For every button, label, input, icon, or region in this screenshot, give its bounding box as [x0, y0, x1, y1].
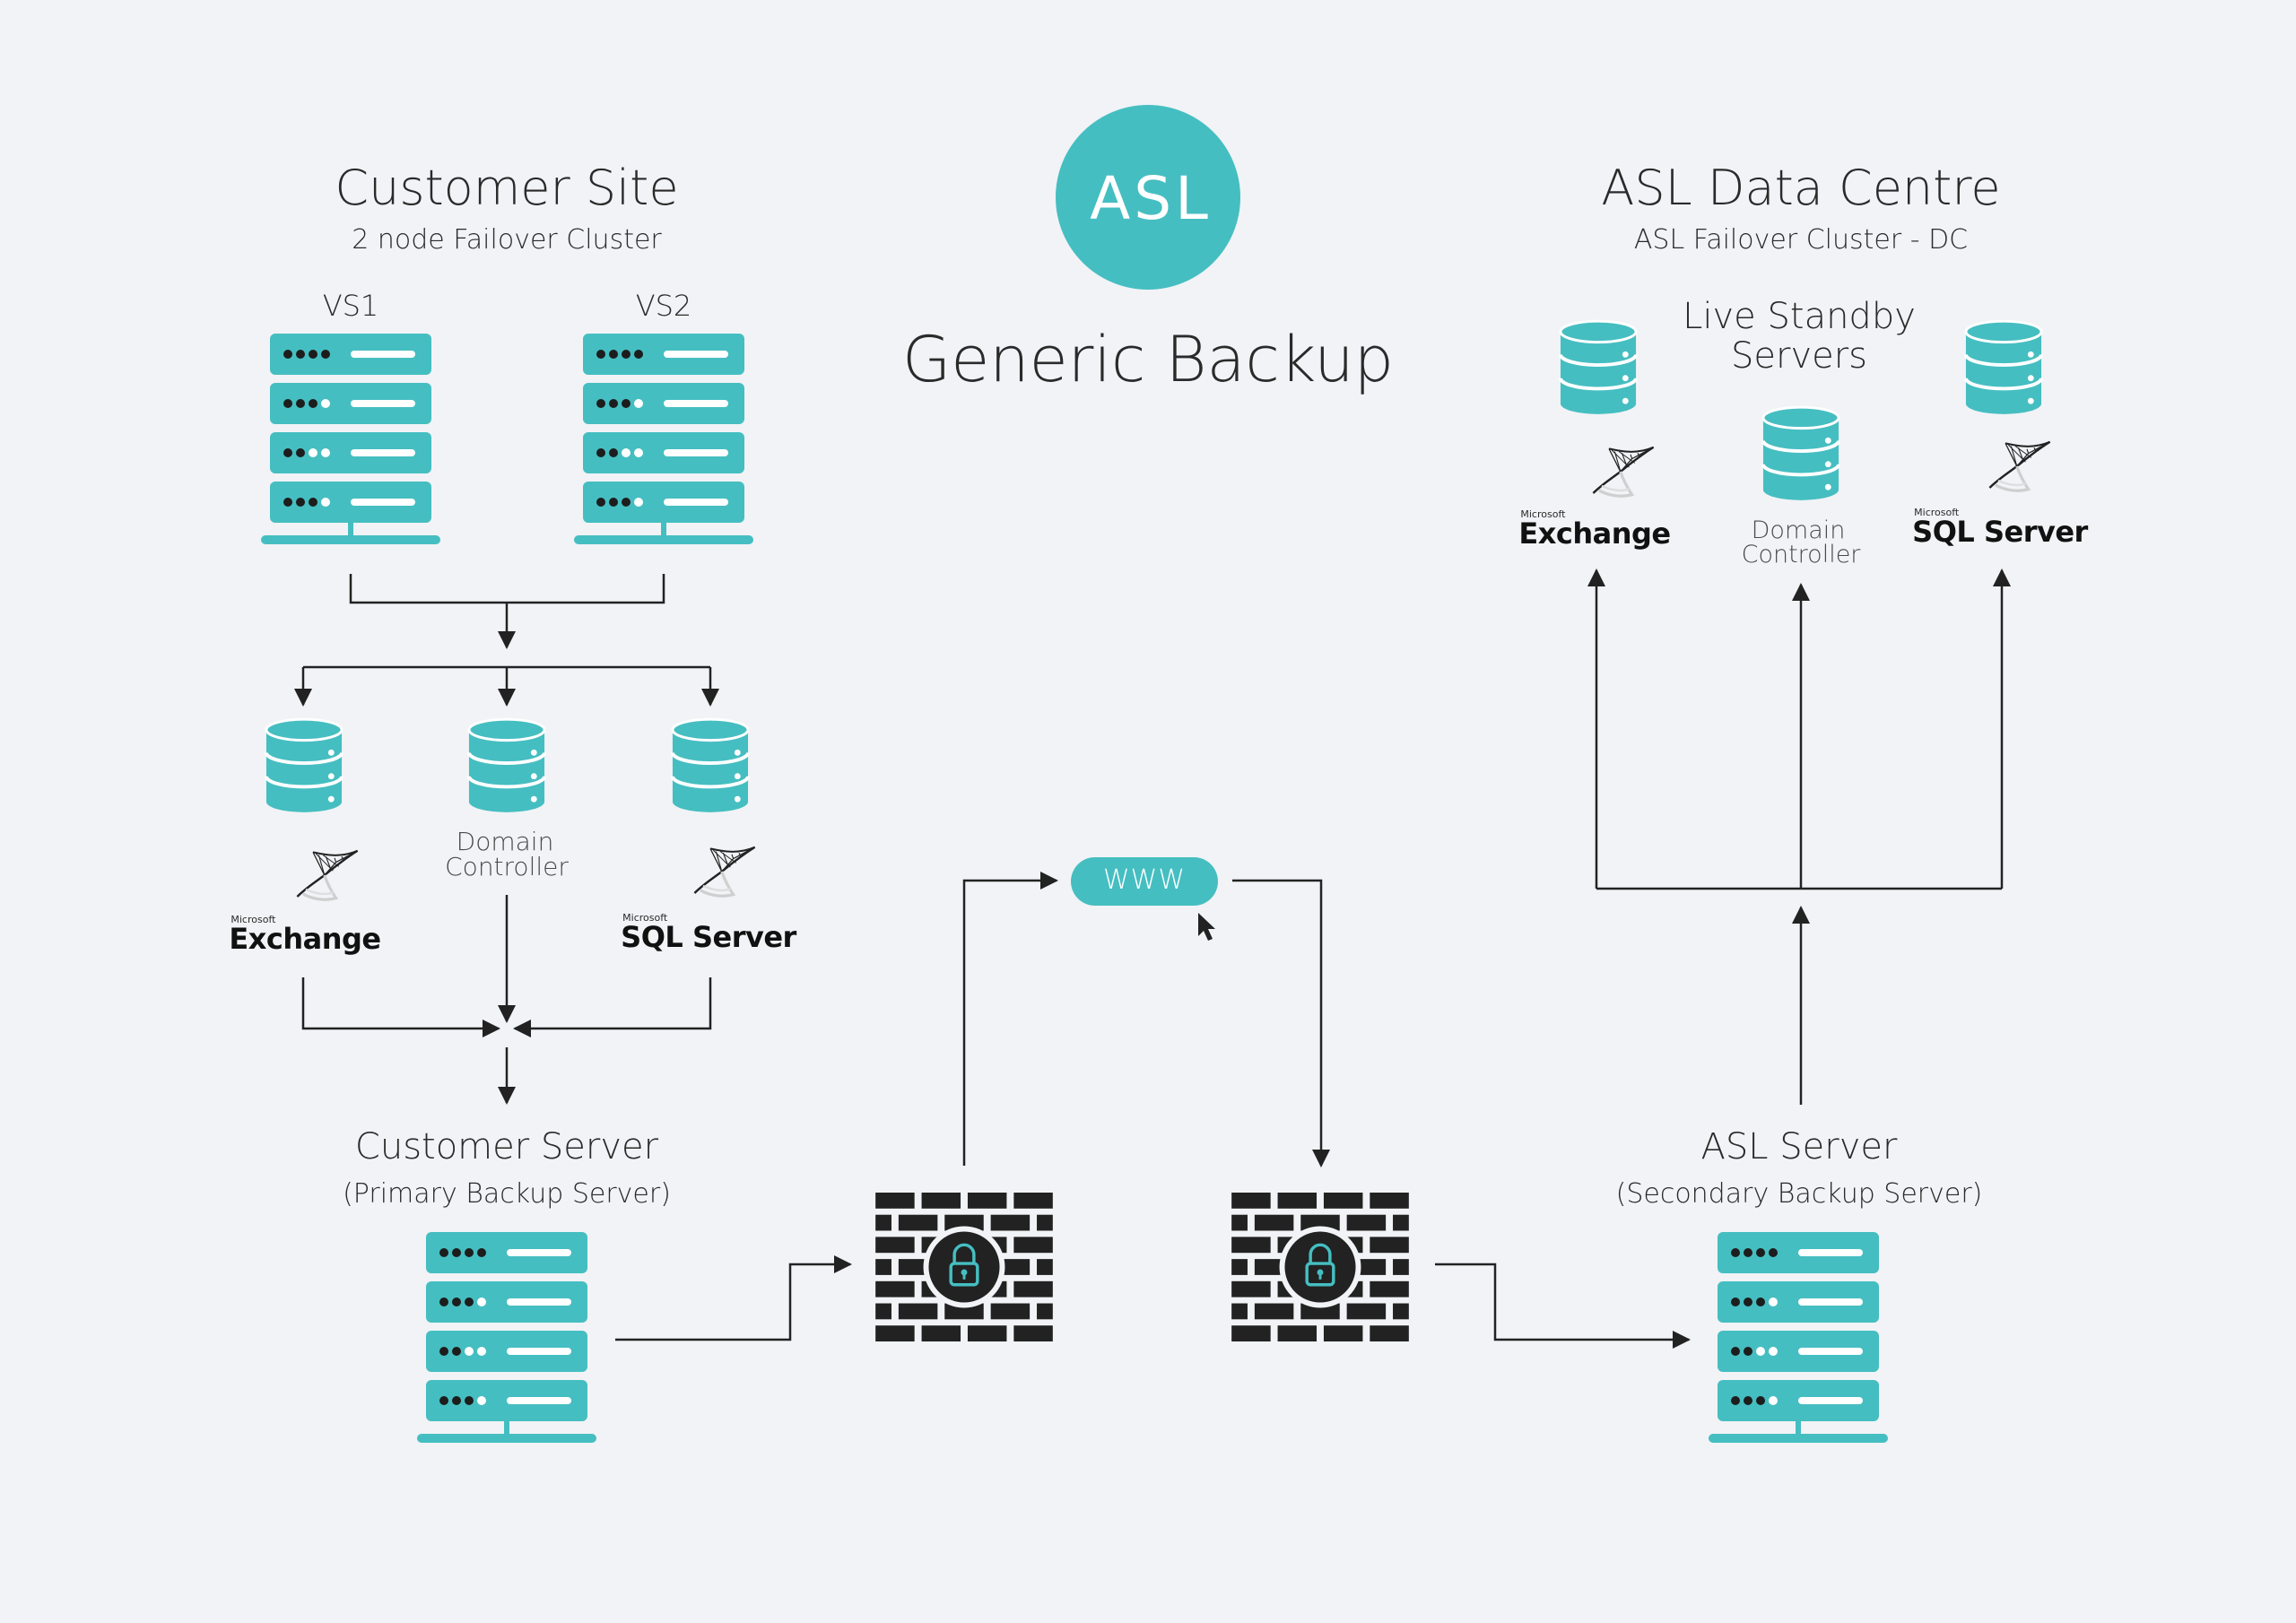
standby-sql-brand: Microsoft SQL Server [1912, 508, 2088, 546]
asl-logo-circle [1056, 105, 1240, 290]
standby-domain-line2: Controller [1741, 541, 1861, 568]
asl-data-centre-title: ASL Data Centre [1601, 160, 2001, 216]
customer-server-subtitle: (Primary Backup Server) [343, 1178, 671, 1210]
live-standby-line2: Servers [1730, 335, 1868, 377]
standby-sql-brand-small: Microsoft [1914, 507, 1960, 518]
sql-logo-icon [692, 846, 757, 898]
asl-data-centre-subtitle: ASL Failover Cluster - DC [1633, 224, 1969, 256]
standby-exchange-brand-small: Microsoft [1520, 508, 1566, 520]
customer-server-icon [417, 1232, 596, 1443]
exchange-brand: Microsoft Exchange [229, 914, 381, 956]
standby-exchange-database-icon [1559, 319, 1638, 416]
exchange-brand-small: Microsoft [230, 914, 276, 925]
live-standby-line1: Live Standby [1683, 296, 1916, 337]
generic-backup-title: Generic Backup [901, 323, 1395, 396]
asl-server-icon [1709, 1232, 1888, 1443]
asl-logo-text: ASL [1090, 164, 1212, 233]
customer-server-title: Customer Server [354, 1126, 659, 1167]
www-label[interactable]: WWW [1103, 864, 1186, 896]
vs1-server-icon [261, 334, 440, 544]
customer-firewall-icon [875, 1193, 1053, 1343]
sql-brand-small: Microsoft [622, 912, 668, 924]
asl-server-subtitle: (Secondary Backup Server) [1615, 1178, 1983, 1210]
domain-controller-line2: Controller [445, 852, 569, 881]
standby-domain-database-icon [1761, 405, 1840, 502]
standby-sql-logo-icon [1987, 440, 2052, 492]
connectors-right [1587, 568, 2011, 1105]
sql-brand-name: SQL Server [621, 920, 796, 954]
standby-exchange-brand-name: Exchange [1518, 516, 1671, 551]
domain-controller-line1: Domain [456, 827, 554, 856]
standby-sql-brand-name: SQL Server [1912, 515, 2088, 549]
vs2-label: VS2 [635, 289, 692, 323]
exchange-database-icon [265, 717, 344, 814]
cursor-icon [1198, 913, 1215, 941]
exchange-logo-icon [295, 849, 360, 901]
sql-brand: Microsoft SQL Server [621, 913, 796, 951]
standby-exchange-logo-icon [1591, 446, 1656, 498]
asl-server-title: ASL Server [1700, 1126, 1898, 1167]
standby-sql-database-icon [1964, 319, 2043, 416]
vs1-label: VS1 [322, 289, 379, 323]
vs2-server-icon [574, 334, 753, 544]
exchange-brand-name: Exchange [229, 922, 381, 956]
sql-database-icon [671, 717, 750, 814]
standby-domain-line1: Domain [1751, 516, 1846, 544]
asl-firewall-icon [1231, 1193, 1409, 1343]
customer-site-subtitle: 2 node Failover Cluster [352, 224, 662, 256]
domain-database-icon [467, 717, 546, 814]
www-pill[interactable] [1071, 857, 1218, 906]
connectors-left [294, 574, 1691, 1349]
customer-site-title: Customer Site [335, 160, 679, 216]
standby-exchange-brand: Microsoft Exchange [1518, 508, 1671, 551]
